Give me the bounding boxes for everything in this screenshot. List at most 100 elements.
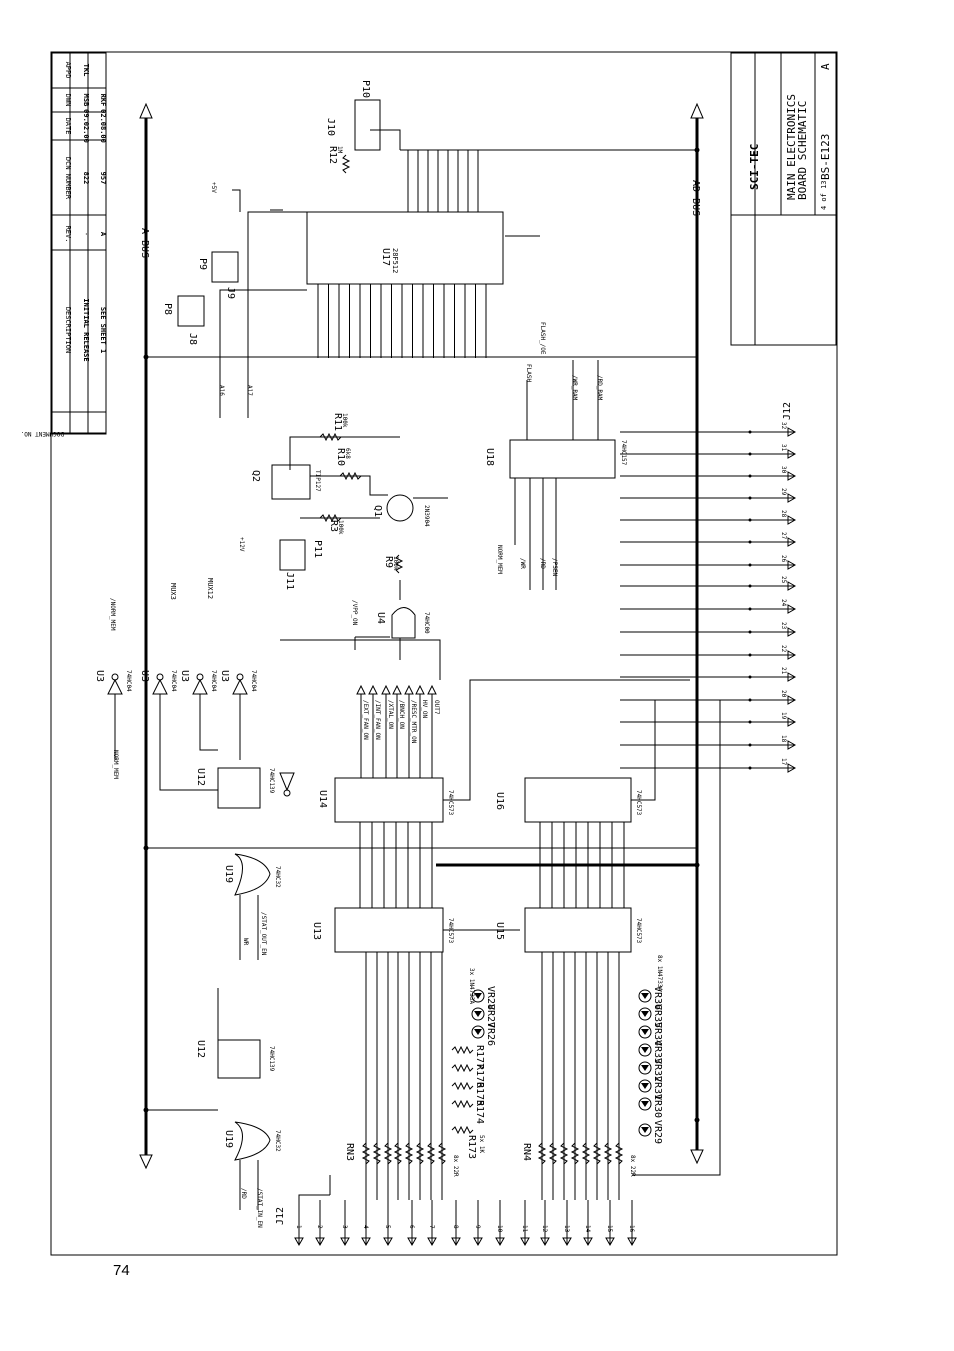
- control-output-label: /XTAL_ON: [387, 700, 394, 729]
- svg-text:J12: J12: [782, 402, 793, 420]
- svg-text:RN3: RN3: [344, 1143, 355, 1161]
- svg-text:U12: U12: [195, 768, 206, 786]
- svg-text:VR33: VR33: [652, 1040, 663, 1064]
- j12-left-pin-13: 13: [562, 1200, 572, 1247]
- svg-text:5: 5: [384, 1225, 391, 1229]
- svg-text:/PSEN: /PSEN: [551, 558, 558, 576]
- resistor-r11: R11 100k: [319, 413, 348, 442]
- svg-text:R12: R12: [327, 146, 338, 164]
- svg-text:74HC139: 74HC139: [268, 768, 275, 794]
- zener-vr36: VR36: [638, 986, 663, 1010]
- svg-text:MSB: MSB: [82, 94, 90, 107]
- control-output-label: HV_ON: [421, 700, 428, 718]
- gate-u19a: U19 74HC32: [223, 853, 281, 896]
- svg-text:Q2: Q2: [250, 470, 261, 482]
- chip-u12a: U12 74HC139: [195, 767, 275, 809]
- svg-text:28F512: 28F512: [391, 248, 399, 273]
- svg-text:R3: R3: [328, 520, 339, 532]
- j12-right-pin-21: 21: [620, 667, 797, 682]
- svg-text:Q1: Q1: [372, 505, 383, 517]
- svg-text:12: 12: [541, 1225, 548, 1233]
- dwn-header: DWN: [64, 94, 72, 107]
- svg-text:02.08.00: 02.08.00: [99, 109, 107, 143]
- svg-text:VR28: VR28: [485, 986, 496, 1010]
- j12-right-pin-27: 27: [620, 532, 797, 547]
- svg-text:/NORM_MEM: /NORM_MEM: [109, 598, 116, 631]
- svg-text:23: 23: [780, 622, 787, 630]
- svg-text:U13: U13: [311, 922, 322, 940]
- dcn-header: DCN NUMBER: [64, 157, 72, 200]
- appd-header: APPD: [64, 62, 72, 79]
- j12-left-pin-3: 3: [340, 1200, 350, 1247]
- svg-text:74HC157: 74HC157: [620, 440, 627, 466]
- svg-text:21: 21: [780, 667, 787, 675]
- zener-vr29: VR29: [638, 1120, 663, 1144]
- j12-left-pin-8: 8: [451, 1200, 461, 1247]
- svg-text:R176: R176: [474, 1064, 485, 1088]
- j12-right-pin-17: 17: [620, 758, 797, 773]
- svg-text:6: 6: [408, 1225, 415, 1229]
- description-header: DESCRIPTION: [64, 307, 72, 353]
- sheet-number: 4 of 13: [820, 180, 828, 210]
- svg-text:/RD: /RD: [240, 1188, 247, 1199]
- resistor-element: [451, 1081, 474, 1091]
- company-logo: SCI-TEC: [748, 144, 761, 190]
- svg-text:74HC573: 74HC573: [635, 790, 642, 816]
- svg-text:1: 1: [295, 1225, 302, 1229]
- resistor-r12: R12 1M: [327, 146, 351, 174]
- zener-vr32: VR32: [638, 1058, 663, 1082]
- j12-left-pin-14: 14: [583, 1200, 593, 1247]
- svg-text:R177: R177: [474, 1045, 485, 1069]
- ad-bus: AD-BUS: [690, 102, 704, 1150]
- svg-text:R174: R174: [474, 1100, 485, 1124]
- connector-j10: J10 P10: [325, 80, 381, 151]
- svg-text:VR27: VR27: [485, 1004, 496, 1028]
- date-header: DATE: [64, 118, 72, 135]
- zener-vr34: VR34: [638, 1022, 663, 1046]
- rev-row-2-description: SEE SHEET 1: [99, 307, 107, 353]
- svg-text:6k8: 6k8: [344, 448, 351, 459]
- svg-text:U17: U17: [380, 248, 391, 266]
- svg-text:14: 14: [584, 1225, 591, 1233]
- svg-text:U16: U16: [494, 792, 505, 810]
- control-output-label: /RESC_MTR_ON: [410, 700, 417, 744]
- svg-text:J10: J10: [325, 118, 336, 136]
- svg-text:U15: U15: [494, 922, 505, 940]
- resistor-element: [451, 1063, 474, 1073]
- j12-left-pin-1: 1: [294, 1200, 304, 1247]
- j12-right-pin-29: 29: [620, 488, 797, 503]
- inverter-ref: U3: [139, 670, 150, 682]
- svg-text:4: 4: [362, 1225, 369, 1229]
- resistor-network-rn3: RN3 8x 22R: [344, 1142, 459, 1177]
- svg-text:100k: 100k: [392, 556, 399, 571]
- svg-text:R10: R10: [335, 448, 346, 466]
- j12-right-pin-20: 20: [620, 690, 797, 705]
- svg-text:FLASH: FLASH: [525, 364, 532, 382]
- svg-text:A16: A16: [218, 385, 225, 396]
- net-labels: FLASH FLASH_/OE /WR_RAM /RD_RAM NORM_MEM…: [109, 182, 603, 1228]
- svg-text:3: 3: [341, 1225, 348, 1229]
- svg-text:NORM_MEM: NORM_MEM: [496, 545, 503, 574]
- svg-text:31: 31: [780, 444, 787, 452]
- chip-u15: U15 74HC573: [494, 907, 642, 953]
- svg-text:22: 22: [780, 645, 787, 653]
- resistor-element: [451, 1125, 474, 1135]
- svg-text:MUX3: MUX3: [169, 583, 177, 600]
- svg-text:TIP127: TIP127: [314, 470, 321, 492]
- transistor-q1: Q1 2N3904: [372, 494, 430, 527]
- svg-text:27: 27: [780, 532, 787, 540]
- svg-text:24: 24: [780, 599, 787, 607]
- svg-text:74HC573: 74HC573: [447, 918, 454, 944]
- j12-right-pin-26: 26: [620, 555, 797, 570]
- svg-text:+5V: +5V: [210, 182, 217, 193]
- svg-text:R11: R11: [332, 413, 343, 431]
- svg-text:74HC139: 74HC139: [268, 1046, 275, 1072]
- j12-left-pin-5: 5: [383, 1200, 393, 1247]
- svg-text:/VPP_ON: /VPP_ON: [351, 600, 358, 626]
- svg-text:P10: P10: [360, 80, 371, 98]
- inverter-part: 74HC04: [210, 670, 217, 692]
- control-output-label: /EXT_FAN_ON: [362, 700, 369, 740]
